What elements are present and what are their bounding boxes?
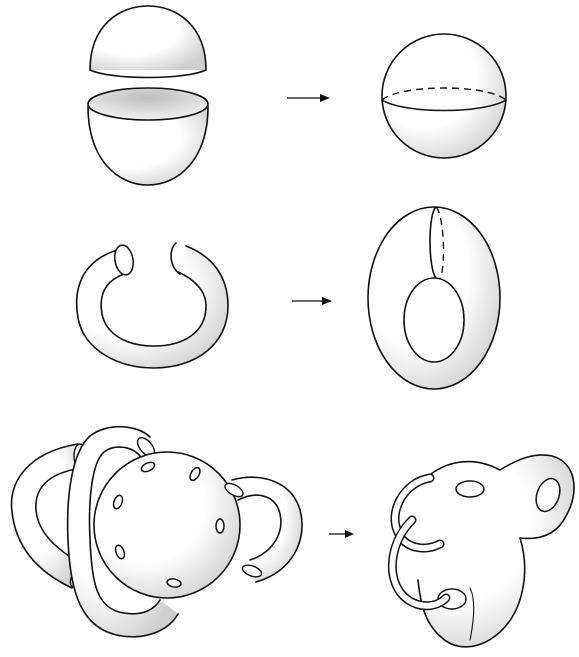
- genus-three-surface: [392, 455, 574, 647]
- glued-torus: [368, 207, 500, 389]
- arrow-1: [287, 94, 330, 102]
- arrow-2: [292, 297, 332, 305]
- lower-hemisphere: [87, 88, 209, 185]
- glued-sphere: [382, 34, 506, 158]
- row-sphere-gluing: [87, 6, 506, 185]
- sphere-with-holes: [94, 452, 240, 598]
- upper-hemisphere: [90, 6, 206, 78]
- hole-4: [216, 519, 224, 533]
- open-tube: [77, 243, 228, 368]
- row-handle-attachment: [12, 427, 575, 647]
- row-torus-gluing: [77, 207, 500, 389]
- surface-hole-top: [456, 481, 484, 497]
- arrow-3: [329, 530, 354, 538]
